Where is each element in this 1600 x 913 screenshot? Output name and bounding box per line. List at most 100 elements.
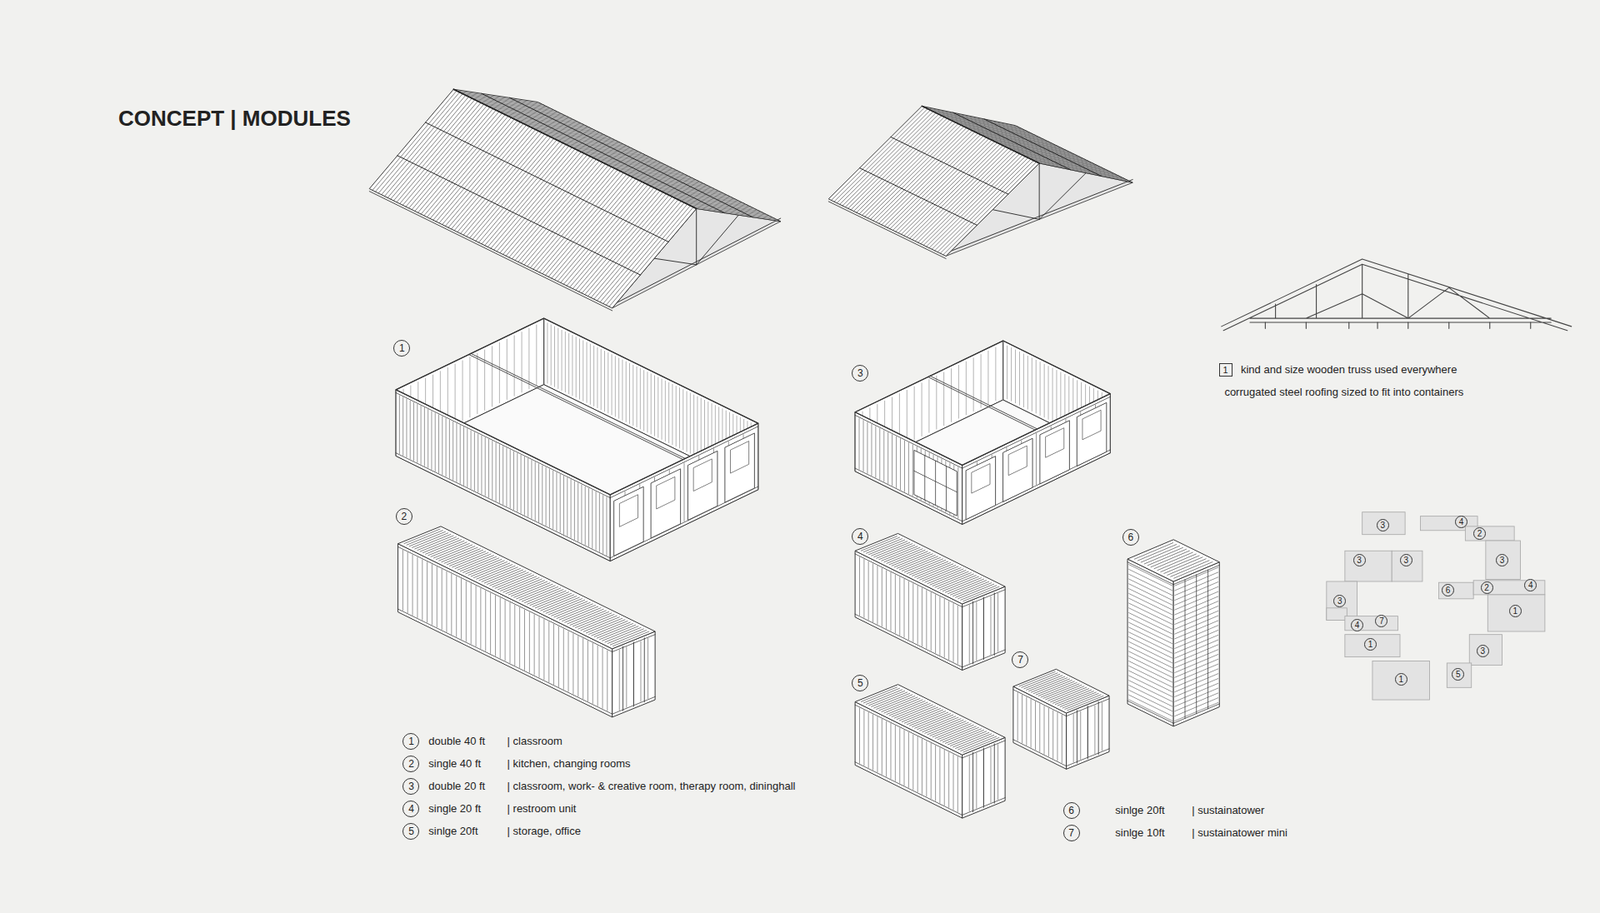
door <box>650 469 681 539</box>
door-glass <box>1008 445 1027 476</box>
frame-rail <box>398 546 656 715</box>
callout-number: 2 <box>402 755 420 773</box>
fascia <box>828 201 946 260</box>
plan-module <box>1487 595 1545 632</box>
container-end <box>610 423 759 561</box>
frame-rail <box>855 705 1005 815</box>
panel-seam <box>860 136 1009 225</box>
ridge <box>453 89 696 209</box>
top-frame <box>395 318 759 495</box>
callout-number: 1 <box>402 733 420 750</box>
plan-number: 2 <box>1480 581 1494 595</box>
top-frame <box>855 340 1110 465</box>
callout-number: 2 <box>395 508 413 525</box>
frame-rail <box>855 554 1005 668</box>
frame-rail <box>855 396 1110 521</box>
door <box>965 456 996 520</box>
corrugation <box>1129 565 1219 722</box>
door-bar <box>1076 701 1099 764</box>
truss-hanger <box>1265 322 1530 329</box>
fascia <box>369 191 612 311</box>
container-roof <box>855 685 1005 755</box>
callout-number: 7 <box>1063 825 1080 842</box>
note-text: sinlge 20ft <box>428 825 478 839</box>
door <box>1003 438 1034 502</box>
roof-slope <box>369 89 696 309</box>
container-side <box>855 412 963 525</box>
door-glass <box>656 476 675 510</box>
corrugation <box>619 638 648 710</box>
note-text: single 40 ft <box>428 757 481 771</box>
corrugation <box>831 107 1037 255</box>
top-frame <box>469 353 686 460</box>
door-glass <box>1082 410 1101 440</box>
door-bar <box>1185 570 1209 720</box>
door <box>1076 402 1107 466</box>
callout-number: 5 <box>851 675 869 692</box>
corrugation <box>969 593 998 664</box>
callout-number: 4 <box>851 528 869 545</box>
door-glass <box>693 459 712 492</box>
plan-number: 1 <box>1395 673 1408 686</box>
plan-module <box>1439 582 1475 600</box>
door <box>614 486 645 556</box>
plan-module <box>1362 512 1405 535</box>
truss-detail <box>1221 259 1572 331</box>
door <box>725 433 755 503</box>
door <box>687 450 718 520</box>
callout-number: 3 <box>851 365 869 382</box>
note-text: | storage, office <box>507 825 581 839</box>
callout-number: 3 <box>402 778 420 795</box>
container-roof <box>398 526 656 650</box>
callout-number: 6 <box>1063 802 1080 820</box>
door <box>1040 420 1070 485</box>
corrugation <box>859 418 959 519</box>
frame-rail <box>1013 690 1110 767</box>
note-text: sinlge 20ft <box>1115 804 1165 818</box>
panel-seam <box>397 122 669 275</box>
callout-number: 7 <box>1011 651 1029 669</box>
note-text: double 20 ft <box>428 780 485 794</box>
door-glass <box>971 464 990 495</box>
note-text: | sustainatower mini <box>1191 826 1288 840</box>
note-text: kind and size wooden truss used everywhe… <box>1240 363 1457 377</box>
plan-module <box>1446 663 1471 688</box>
plan-module <box>1469 635 1502 666</box>
plan-number: 3 <box>1400 554 1413 567</box>
note-text: | kitchen, changing rooms <box>507 757 631 771</box>
window <box>914 450 957 516</box>
corrugation <box>860 536 1000 602</box>
container-end <box>962 394 1111 525</box>
container-end <box>1173 562 1220 727</box>
door-bar <box>973 593 995 665</box>
plan-module <box>1326 608 1347 621</box>
plan-number: 3 <box>1495 554 1509 567</box>
plan-module <box>1345 550 1392 582</box>
corrugation <box>404 529 650 647</box>
note-text: | classroom <box>507 735 563 749</box>
boxed-number: 1 <box>1219 363 1233 377</box>
note-text: sinlge 10ft <box>1115 826 1165 840</box>
plan-module <box>1326 581 1358 621</box>
callout-number: 4 <box>402 800 420 818</box>
plan-number: 3 <box>1476 645 1490 658</box>
ridge <box>921 105 1040 164</box>
plan-number: 1 <box>1509 605 1522 618</box>
note-text: | restroom unit <box>507 802 577 816</box>
plan-module <box>1372 661 1430 701</box>
container-roof <box>1127 540 1220 582</box>
door-bar <box>973 744 995 813</box>
note-text: single 20 ft <box>428 802 481 816</box>
callout-number: 1 <box>393 340 410 357</box>
callout-number: 5 <box>402 823 420 840</box>
note-text: double 40 ft <box>428 735 485 749</box>
corrugation <box>969 745 998 812</box>
plan-number: 2 <box>1473 527 1486 540</box>
note-text: corrugated steel roofing sized to fit in… <box>1224 385 1464 400</box>
title: CONCEPT | MODULES <box>118 105 351 132</box>
container-roof <box>1013 669 1110 714</box>
corrugation <box>860 687 1000 753</box>
plan-number: 3 <box>1333 595 1346 608</box>
roof-slope <box>828 105 1040 256</box>
door-glass <box>730 441 749 475</box>
